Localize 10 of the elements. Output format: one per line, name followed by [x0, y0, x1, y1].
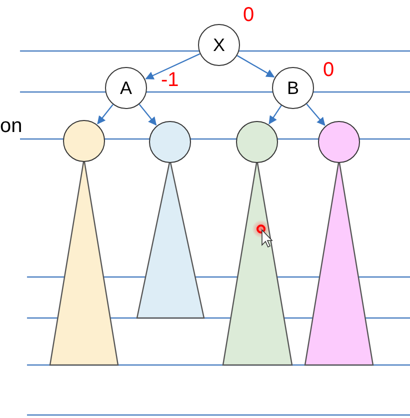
partial-label: on — [0, 116, 22, 136]
arrow — [97, 104, 114, 124]
arrow — [306, 104, 326, 126]
balance-factor: 0 — [323, 60, 334, 80]
balance-factor: 0 — [243, 5, 254, 25]
arrow — [268, 105, 282, 124]
arrow — [138, 104, 157, 126]
arrow — [236, 55, 275, 78]
balance-factor: -1 — [161, 70, 179, 90]
arrow — [145, 53, 200, 80]
